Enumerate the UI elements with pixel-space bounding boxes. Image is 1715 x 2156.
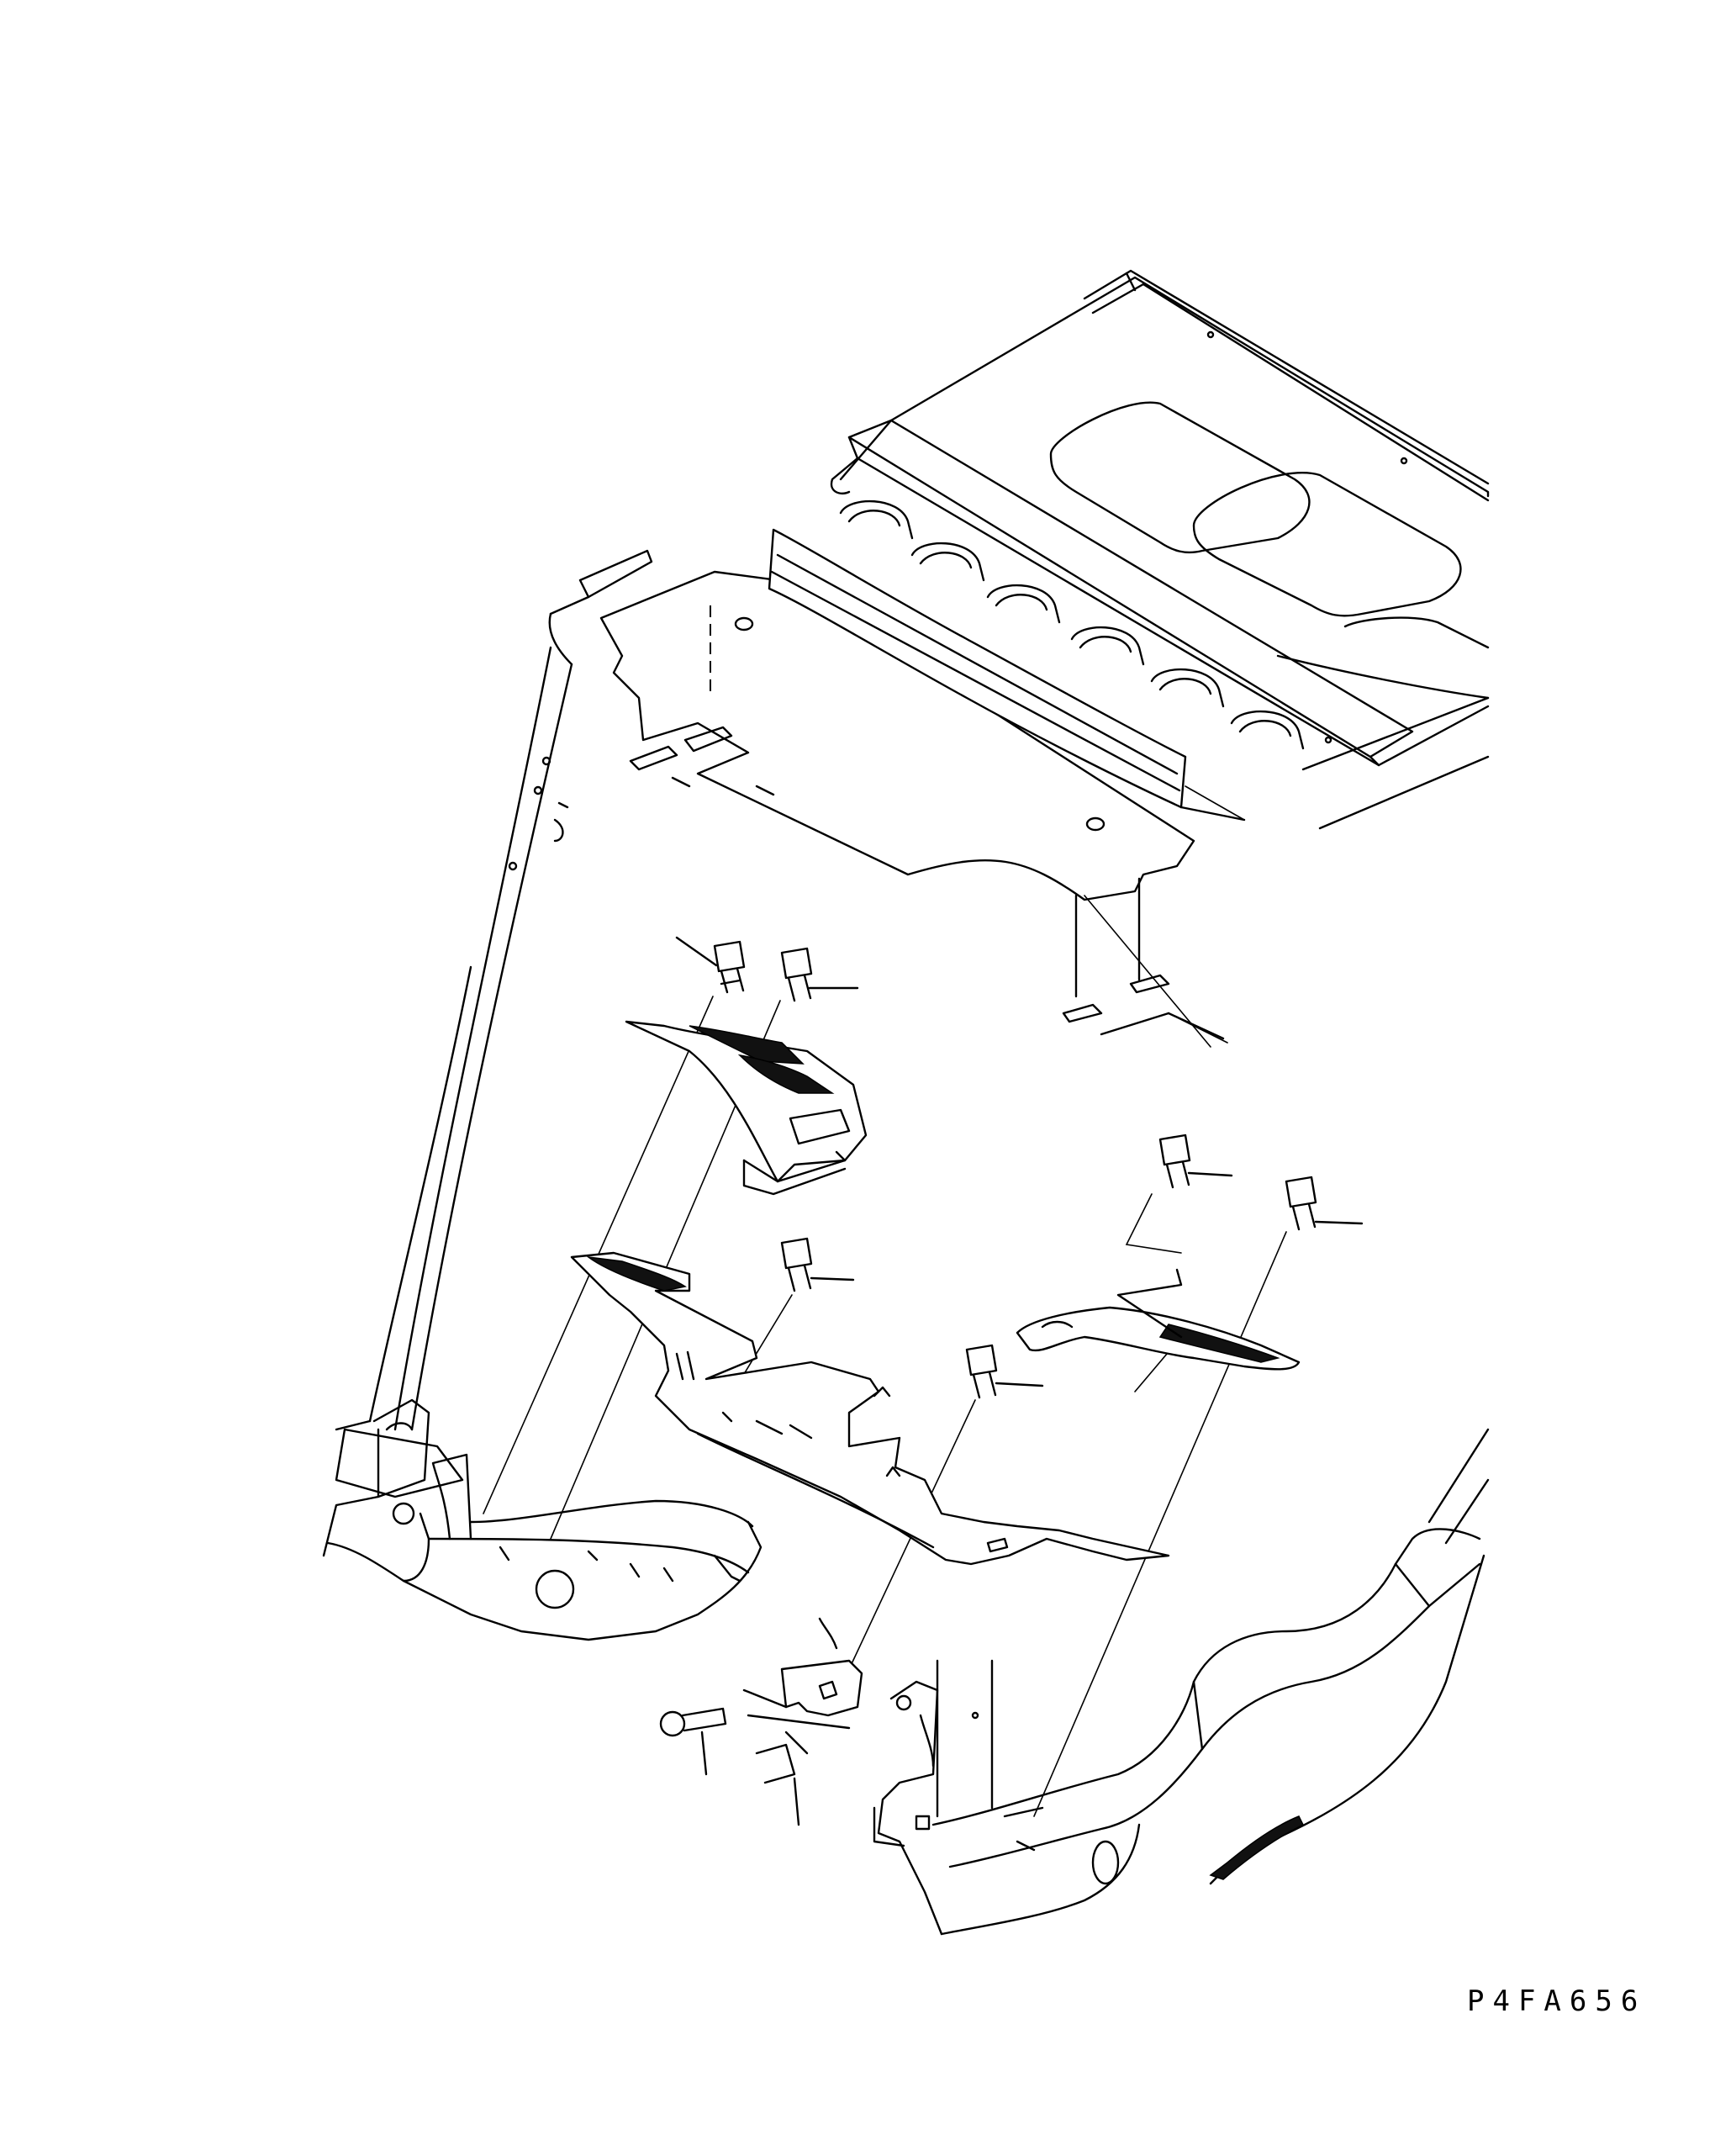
right-base-frame [873, 1428, 1490, 1936]
bolt-1 [675, 936, 746, 994]
floor-plate [599, 570, 1195, 901]
drawing-code-label: P4FA656 [1467, 1984, 1647, 2018]
lower-tabs [1062, 877, 1225, 1040]
bracket-upper-left [625, 1020, 868, 1196]
bolt-6 [965, 1344, 1044, 1399]
side-bolt [659, 1707, 727, 1776]
cross-member [768, 528, 1246, 822]
bracket-right [1016, 1268, 1301, 1371]
upper-frame [830, 269, 1490, 830]
bolt-5 [780, 1237, 855, 1292]
guide-lines [483, 996, 1287, 1817]
leader-lines [1084, 785, 1245, 1048]
angle-bracket [742, 1617, 863, 1826]
left-base-frame [322, 1398, 763, 1641]
crossbar-bracket [570, 1251, 1170, 1566]
bolt-4 [1285, 1176, 1364, 1231]
left-pillar [335, 549, 653, 1498]
bolt-3 [1158, 1133, 1233, 1189]
bolt-2 [780, 947, 859, 1002]
frame-ribs [839, 499, 1305, 750]
